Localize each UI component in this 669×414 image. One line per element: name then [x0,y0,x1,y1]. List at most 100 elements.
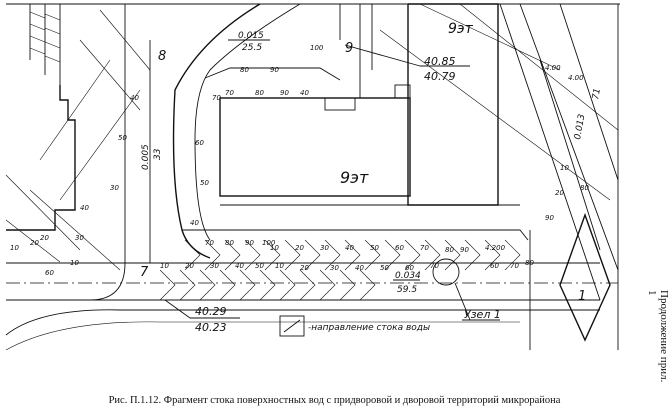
grade-slope-3: 0.034 [395,271,421,281]
contour-label: 50 [255,262,264,270]
road-curve [89,262,126,301]
elevation-top-1: 40.85 [424,55,456,68]
building-floors-upper: 9эт [448,21,474,37]
contour-label: 50 [370,244,379,252]
contour-label: 80 [225,239,234,247]
contour-label: 80 [445,246,454,254]
point-label-1: 1 [578,289,586,304]
contour-label: 20 [30,239,39,247]
contour-label: 10 [160,262,169,270]
flow-chevrons-lower [159,269,376,301]
contour-label: 90 [460,246,469,254]
elevation-pointer-1 [164,299,191,319]
contour-label: 20 [185,262,194,270]
figure-caption: Рис. П.1.12. Фрагмент стока поверхностны… [108,395,561,406]
contour-label: 70 [420,244,429,252]
side-label: Продолжение прил. 1 [646,290,669,383]
lower-sidewalk-2 [5,321,520,351]
contour-label: 40 [190,219,199,227]
contour-label: 30 [110,184,119,192]
point-label-9: 9 [345,41,353,56]
contour-label: 40 [80,204,89,212]
contour-label: 20 [300,264,309,272]
contour-label: 50 [200,179,209,187]
intersection-diamond [559,212,611,342]
contour-label: 60 [490,262,499,270]
contour-label: 40 [130,94,139,102]
left-flow-lines [5,9,151,271]
contour-label: 90 [545,214,554,222]
contour-label: 60 [45,269,54,277]
driveway-outer [172,3,261,259]
contour-label: 30 [210,262,219,270]
contour-label: 4.00 [545,64,561,72]
contour-label: 70 [205,239,214,247]
driveway-inner [194,3,301,241]
contour-label: 40 [345,244,354,252]
grade-length-1: 25.5 [242,43,262,53]
elevation-bottom-1: 40.79 [424,70,456,83]
contour-label: 30 [75,234,84,242]
contour-label: 30 [330,264,339,272]
grade-length-2: 33 [153,148,163,160]
contour-label: 60 [195,139,204,147]
node-label: Узел 1 [464,308,501,321]
contour-label: 40 [355,264,364,272]
contour-label: 20 [295,244,304,252]
flow-chevrons [184,239,521,271]
legend-symbol-box [279,315,305,337]
lower-sidewalk [5,309,600,336]
node-1-circle [432,258,460,286]
grade-length-4: 71 [591,88,603,101]
contour-label: 10 [70,259,79,267]
grade-slope-4: 0.013 [573,113,587,140]
contour-label: 80 [240,66,249,74]
contour-label: 60 [405,264,414,272]
right-flow-lines [379,3,619,201]
contour-label: 10 [275,262,284,270]
elevation-pointer-2 [344,44,421,67]
left-hatching [29,11,61,63]
contour-label: 80 [580,184,589,192]
building-floors-main: 9эт [340,168,369,187]
left-strips [29,4,61,85]
contour-label: 40 [235,262,244,270]
node-1-leader [454,282,471,321]
contour-label: 4.00 [568,74,584,82]
legend-arrow-icon [283,319,301,333]
main-building [219,97,411,197]
courtyard-border [182,67,529,241]
left-building-outline [6,85,76,231]
grade-length-3: 59.5 [397,285,417,295]
contour-label: 10 [560,164,569,172]
contour-label: 100 [310,44,324,52]
contour-label: 10 [270,244,279,252]
contour-label: 20 [40,234,49,242]
contour-label: 70 [430,262,439,270]
right-street-edges [499,3,619,301]
contour-label: 70 [225,89,234,97]
contour-label: 80 [525,259,534,267]
contour-label: 20 [555,189,564,197]
contour-label: 90 [280,89,289,97]
contour-label: 40 [300,89,309,97]
contour-labels: 10 20 30 40 50 60 70 80 90 100 40 90 80 70 60 50 40 30 20 1… [10,44,589,277]
elevation-top-2: 40.29 [195,305,227,318]
contour-label: 90 [245,239,254,247]
building-annex [324,97,356,111]
point-label-8: 8 [158,49,166,64]
grade-slope-1: 0.015 [238,31,264,41]
building-annex-2 [394,84,411,99]
legend-text: -направление стока воды [308,323,430,333]
elevation-bottom-2: 40.23 [195,321,227,334]
contour-label: 4.200 [485,244,506,252]
contour-label: 100 [262,239,276,247]
point-label-7: 7 [140,265,149,280]
contour-label: 30 [320,244,329,252]
contour-label: 50 [118,134,127,142]
contour-label: 80 [255,89,264,97]
contour-label: 50 [380,264,389,272]
contour-label: 70 [212,94,221,102]
contour-label: 90 [270,66,279,74]
